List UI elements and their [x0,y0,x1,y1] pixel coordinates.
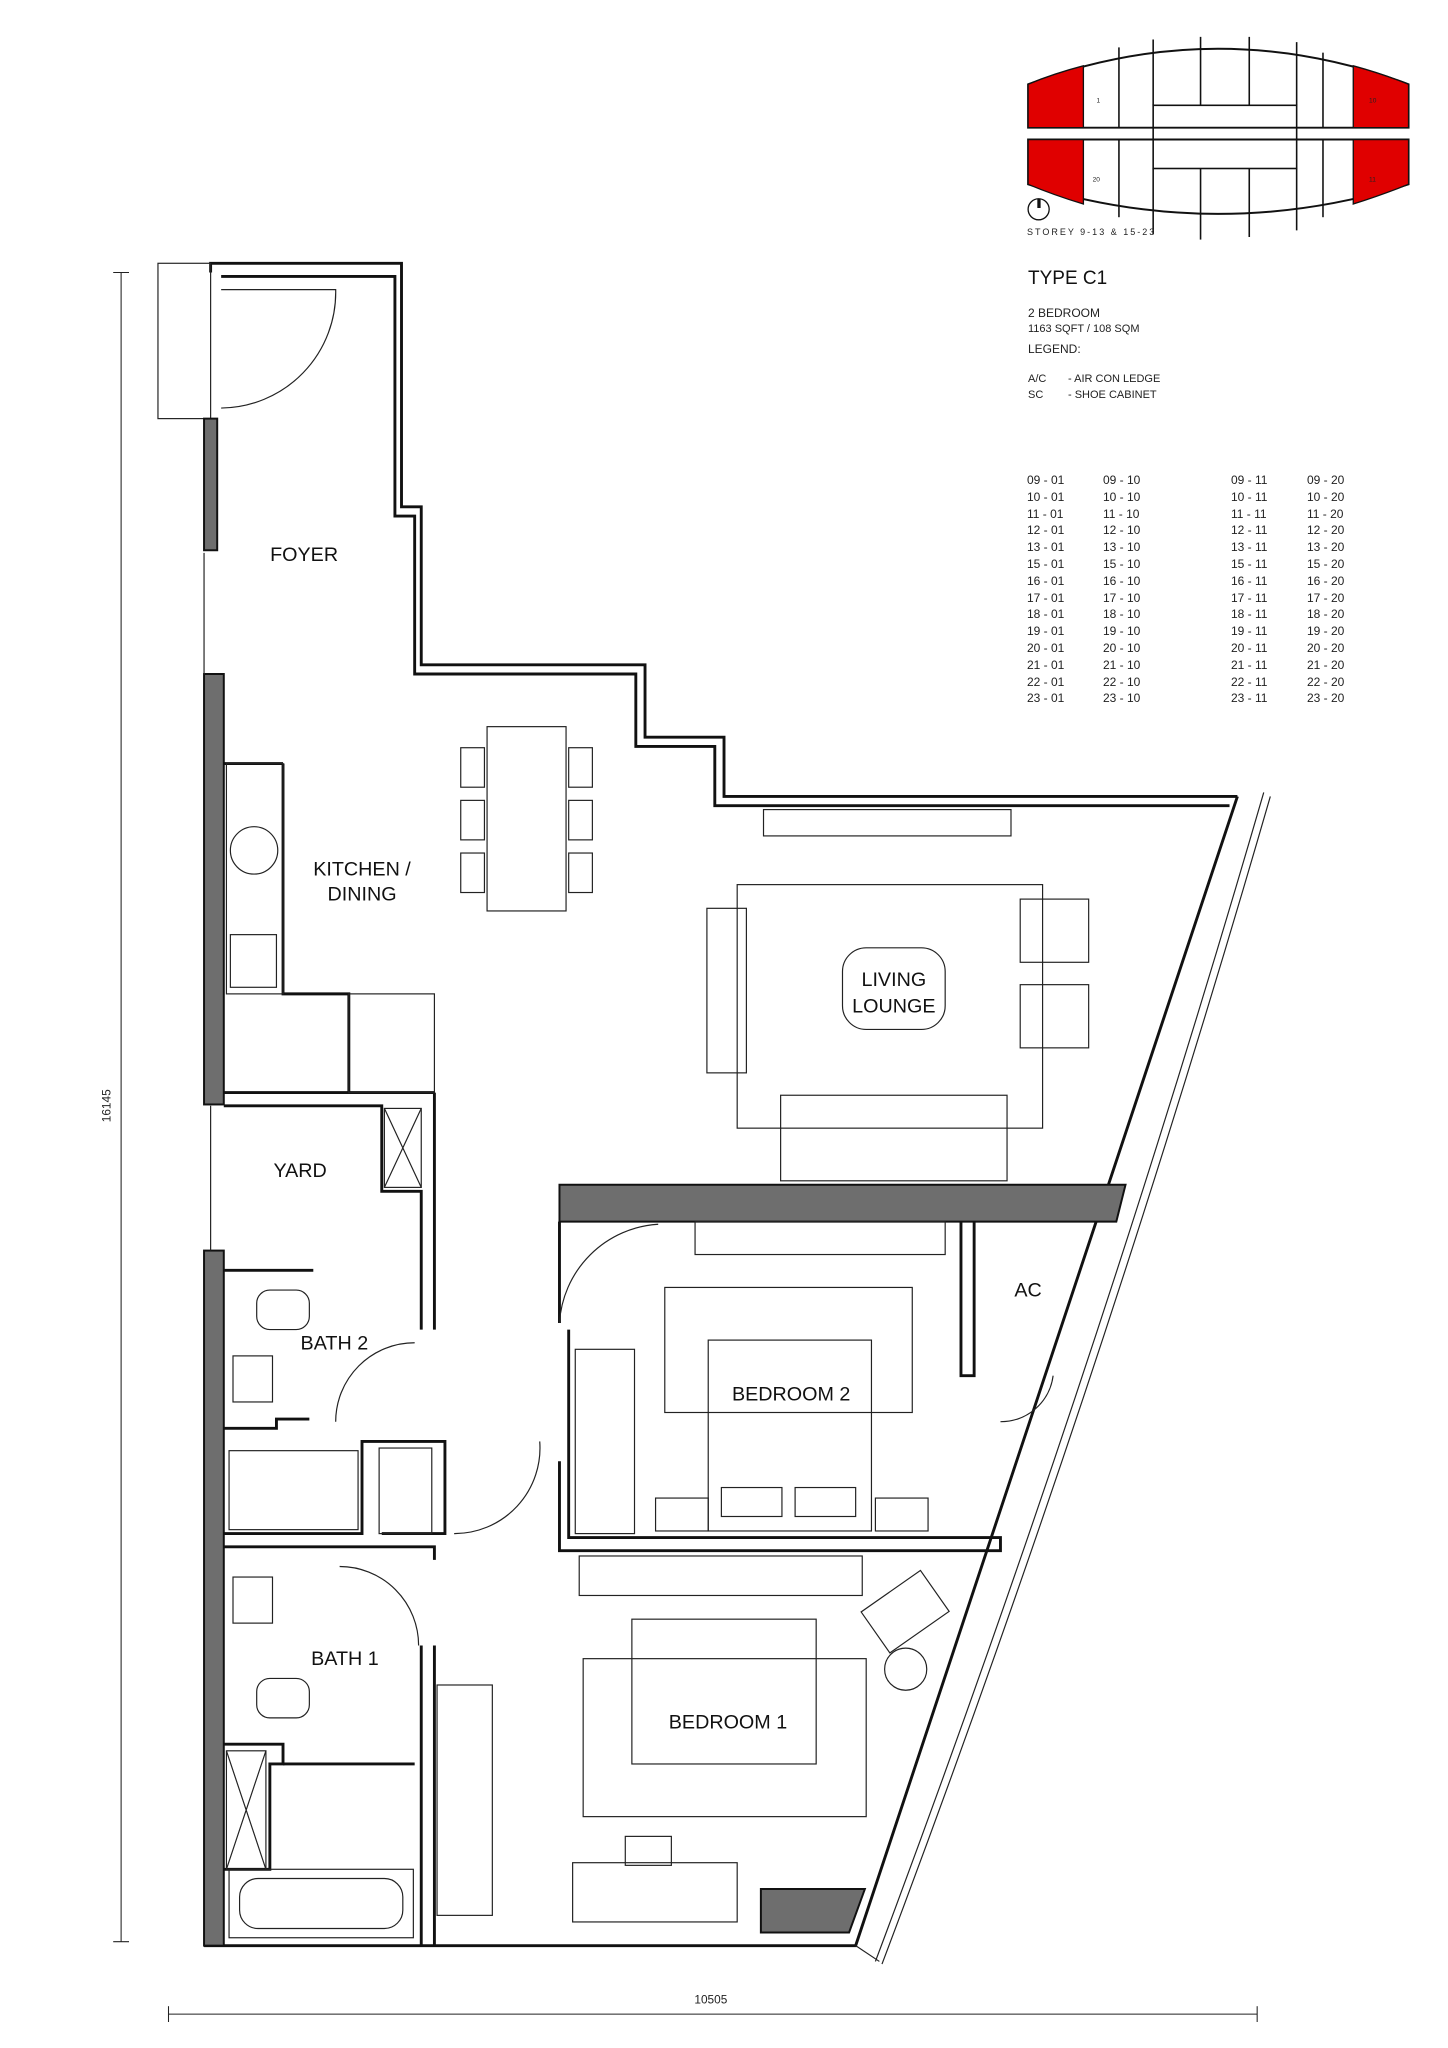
unit-number: 21 - 11 [1231,657,1268,672]
bedroom-count: 2 BEDROOM [1028,306,1101,320]
unit-number: 22 - 01 [1027,674,1065,689]
unit-type-title: TYPE C1 [1028,268,1108,289]
unit-number: 18 - 11 [1231,607,1268,622]
unit-number: 10 - 01 [1027,489,1065,504]
unit-number: 19 - 01 [1027,624,1065,639]
unit-number: 09 - 20 [1307,473,1345,487]
keyplan-unit-11: 11 [1369,177,1376,184]
unit-number: 09 - 10 [1103,473,1141,487]
unit-number: 11 - 20 [1307,506,1344,521]
height-dimension: 16145 [100,1089,114,1122]
unit-number: 20 - 11 [1231,640,1268,655]
unit-number: 18 - 01 [1027,607,1065,622]
unit-number: 18 - 10 [1103,607,1141,622]
unit-number: 21 - 01 [1027,657,1065,672]
unit-number: 17 - 10 [1103,590,1141,605]
unit-number: 19 - 11 [1231,624,1268,639]
key-plan: 1 10 20 11 [1027,36,1410,240]
room-label-lounge: LOUNGE [852,995,935,1017]
unit-number: 11 - 10 [1103,506,1140,521]
unit-number: 16 - 10 [1103,573,1141,588]
unit-number: 16 - 01 [1027,573,1065,588]
room-label-living: LIVING [861,969,926,991]
unit-number: 16 - 20 [1307,573,1345,588]
unit-number: 12 - 01 [1027,523,1065,538]
unit-number: 09 - 01 [1027,473,1065,487]
room-label-bath-1: BATH 1 [311,1648,379,1670]
unit-number: 17 - 20 [1307,590,1345,605]
unit-number: 23 - 20 [1307,691,1345,706]
room-label-yard: YARD [273,1160,326,1182]
unit-number: 21 - 20 [1307,657,1345,672]
unit-number: 23 - 01 [1027,691,1065,706]
unit-number: 19 - 20 [1307,624,1345,639]
unit-number: 17 - 01 [1027,590,1065,605]
unit-number: 13 - 20 [1307,540,1345,555]
unit-number: 11 - 01 [1027,506,1064,521]
dimension-lines [113,271,1258,2022]
legend-item: A/C- AIR CON LEDGE [1028,373,1161,385]
room-label-ac: AC [1014,1280,1041,1302]
room-label-foyer: FOYER [270,544,338,566]
width-dimension: 10505 [694,1993,727,2007]
room-label-bath-2: BATH 2 [301,1332,369,1354]
unit-number: 10 - 20 [1307,489,1345,504]
unit-number: 22 - 10 [1103,674,1141,689]
unit-number: 13 - 01 [1027,540,1065,555]
unit-number: 20 - 10 [1103,640,1141,655]
unit-number: 15 - 10 [1103,556,1141,571]
unit-number: 15 - 11 [1231,556,1268,571]
unit-number: 23 - 10 [1103,691,1141,706]
unit-number-list: 09 - 01 09 - 10 09 - 11 09 - 20 10 - 01 10 - … [1027,472,1383,707]
room-label-bedroom-2: BEDROOM 2 [732,1384,850,1406]
unit-number: 20 - 01 [1027,640,1065,655]
unit-number: 15 - 01 [1027,556,1065,571]
keyplan-unit-1: 1 [1097,98,1101,105]
unit-number: 10 - 11 [1231,489,1268,504]
unit-number: 11 - 11 [1231,506,1267,521]
unit-number: 22 - 20 [1307,674,1345,689]
unit-number: 21 - 10 [1103,657,1141,672]
legend-heading: LEGEND: [1028,342,1081,356]
unit-number: 13 - 11 [1231,540,1268,555]
unit-number: 09 - 11 [1231,473,1268,487]
room-label-kitchen: KITCHEN / [313,858,411,880]
unit-number: 16 - 11 [1231,573,1268,588]
legend-item: SC- SHOE CABINET [1028,389,1157,401]
unit-number: 12 - 11 [1231,523,1268,538]
storey-label: STOREY 9-13 & 15-23 [1027,227,1157,237]
unit-number: 15 - 20 [1307,556,1345,571]
unit-number: 19 - 10 [1103,624,1141,639]
room-label-bedroom-1: BEDROOM 1 [669,1711,787,1733]
room-label-dining: DINING [327,883,396,905]
unit-area: 1163 SQFT / 108 SQM [1028,323,1140,335]
unit-number: 23 - 11 [1231,691,1268,706]
unit-number: 13 - 10 [1103,540,1141,555]
unit-number: 20 - 20 [1307,640,1345,655]
unit-number: 12 - 20 [1307,523,1345,538]
fixtures [225,726,1090,1939]
keyplan-unit-10: 10 [1369,98,1377,105]
unit-number: 12 - 10 [1103,523,1141,538]
unit-number: 10 - 10 [1103,489,1141,504]
unit-number: 17 - 11 [1231,590,1268,605]
unit-number: 18 - 20 [1307,607,1345,622]
unit-number: 22 - 11 [1231,674,1268,689]
keyplan-unit-20: 20 [1093,177,1101,184]
